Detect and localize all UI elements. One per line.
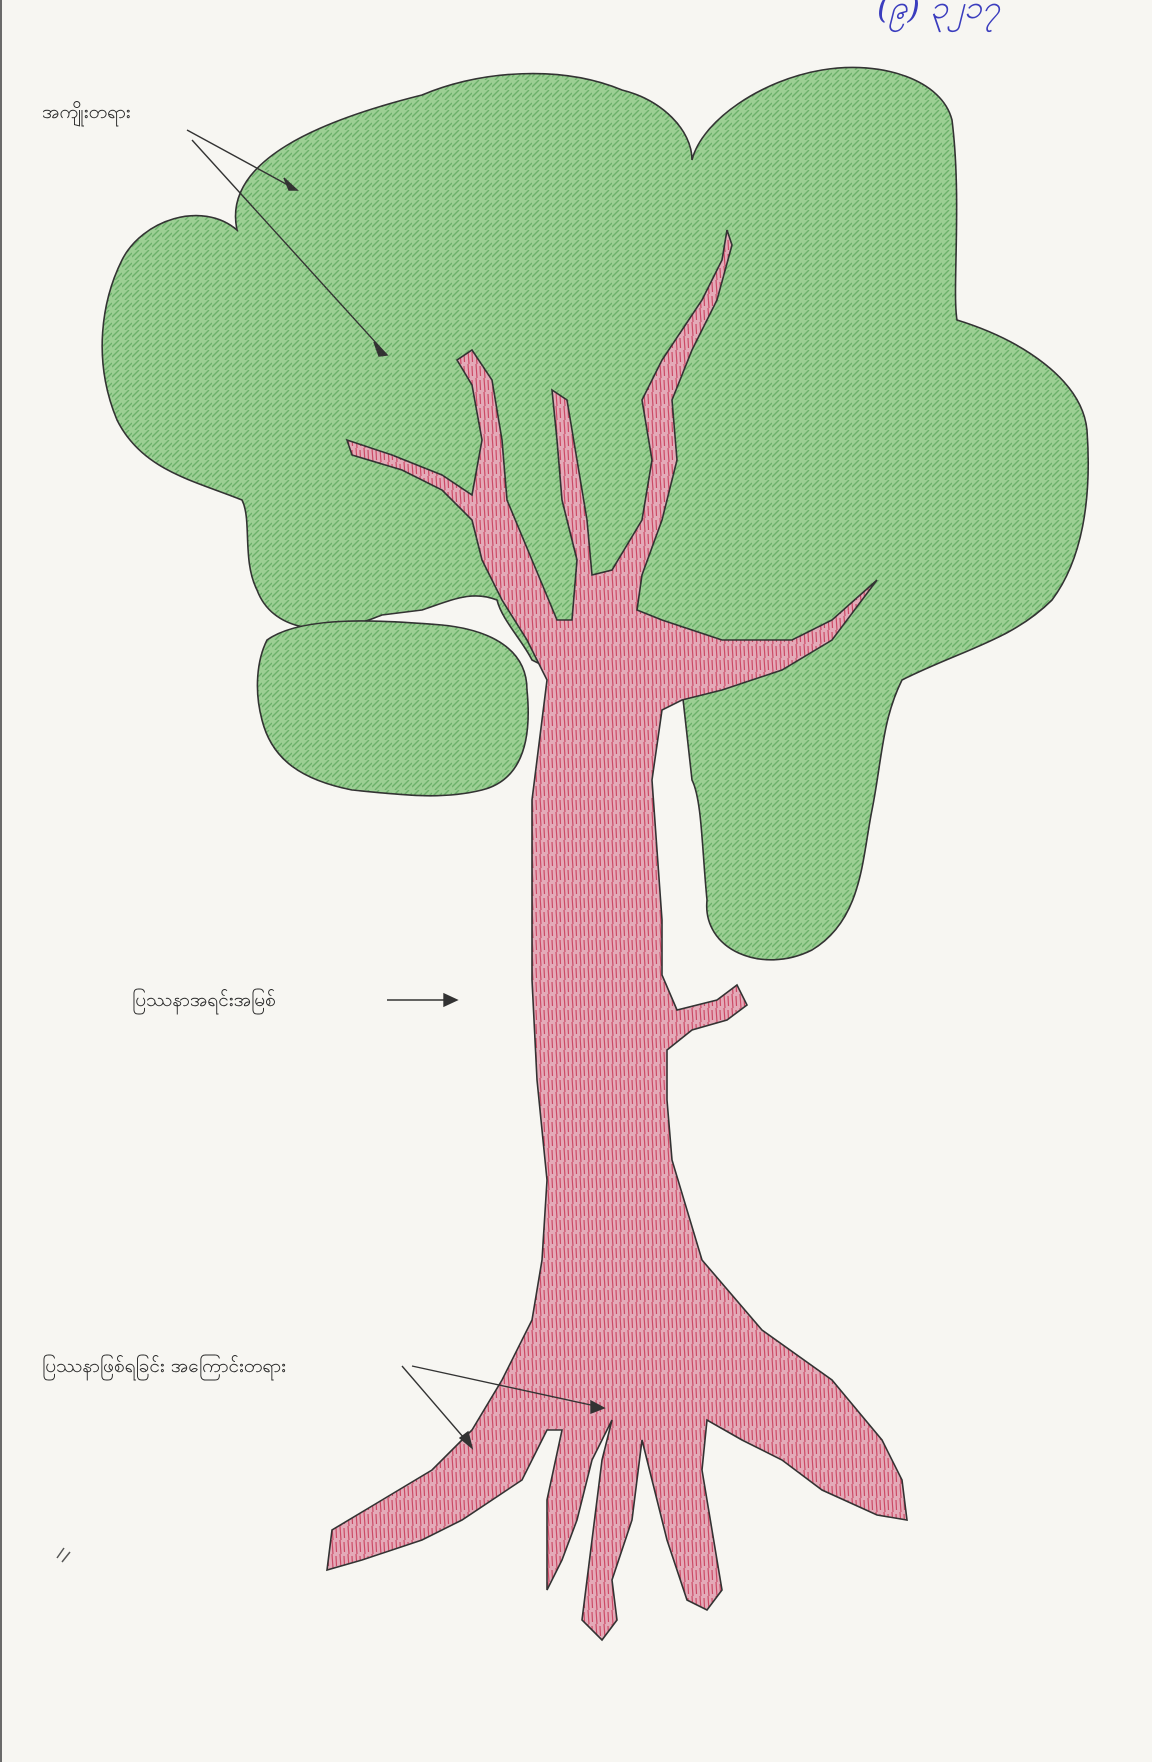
label-trunk: ပြဿနာအရင်းအမြစ် (132, 988, 276, 1016)
leaf-cluster-left (257, 621, 528, 796)
pencil-mark (57, 1548, 70, 1562)
label-branches: အကျိုးတရား (42, 100, 131, 128)
label-roots: ပြဿနာဖြစ်ရခြင်း အကြောင်းတရား (42, 1354, 286, 1382)
